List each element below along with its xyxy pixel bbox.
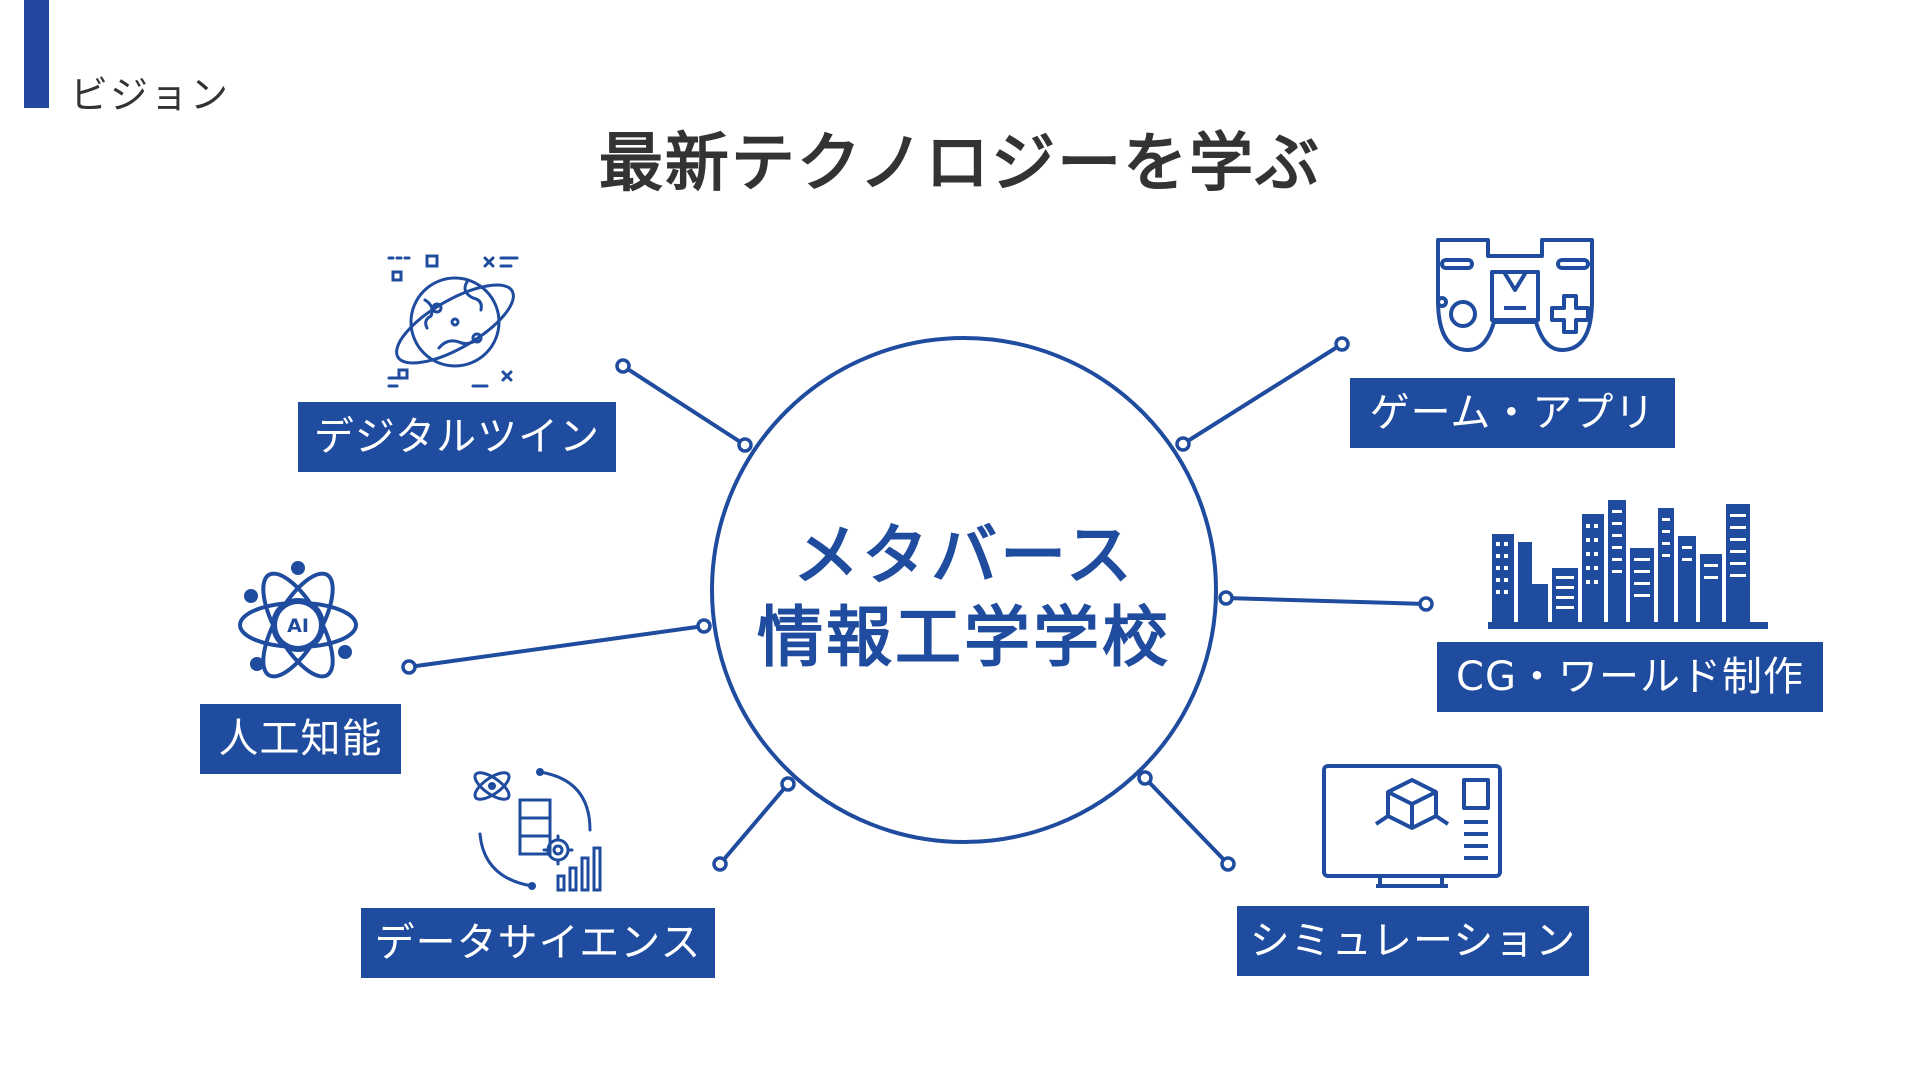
connector-ai <box>408 624 705 669</box>
node-dot <box>1175 436 1191 452</box>
node-dot <box>1218 590 1234 606</box>
ai-badge-text: AI <box>287 615 309 637</box>
node-dot <box>712 856 728 872</box>
topic-label-simulation: シミュレーション <box>1237 906 1589 976</box>
ai-atom-icon: AI <box>238 561 358 679</box>
node-dot <box>1334 336 1350 352</box>
topic-label-cg-world: CG・ワールド制作 <box>1437 642 1823 712</box>
globe-network-icon <box>387 254 519 388</box>
node-dot <box>615 358 631 374</box>
node-dot <box>1220 856 1236 872</box>
node-dot <box>737 437 753 453</box>
connector-game-app <box>1181 342 1344 446</box>
center-title-line2: 情報工学学校 <box>757 599 1171 676</box>
node-dot <box>401 659 417 675</box>
node-dot <box>696 618 712 634</box>
connector-digital-twin <box>621 364 747 447</box>
data-analytics-icon <box>473 768 602 892</box>
connector-simulation <box>1143 776 1230 866</box>
monitor-cube-icon <box>1322 764 1502 888</box>
section-label: ビジョン <box>70 73 231 117</box>
center-title-line1: メタバース <box>793 517 1135 594</box>
topic-label-data-science: データサイエンス <box>361 908 715 978</box>
topic-label-digital-twin: デジタルツイン <box>298 402 616 472</box>
slide-title: 最新テクノロジーを学ぶ <box>598 127 1322 201</box>
node-dot <box>1137 770 1153 786</box>
topic-label-game-app: ゲーム・アプリ <box>1350 378 1675 448</box>
connector-cg-world <box>1225 596 1427 606</box>
center-circle <box>710 336 1218 844</box>
game-controller-icon <box>1436 238 1594 352</box>
accent-bar <box>24 0 49 108</box>
city-skyline-icon <box>1488 500 1768 629</box>
node-dot <box>780 776 796 792</box>
node-dot <box>1418 596 1434 612</box>
connector-data-science <box>718 782 790 866</box>
topic-label-ai: 人工知能 <box>200 704 401 774</box>
